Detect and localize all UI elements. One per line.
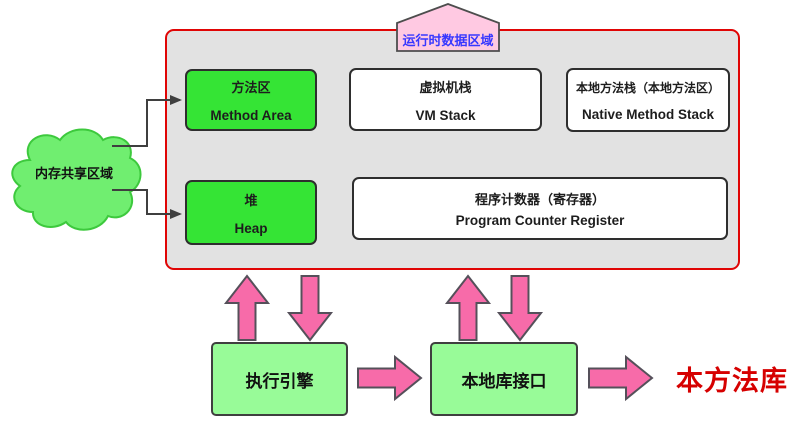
engine-to-runtime-up-arrow-icon (223, 274, 271, 341)
native-library-interface-label: 本地库接口 (461, 371, 547, 391)
native-method-stack-zh-label: 本地方法栈（本地方法区） (575, 80, 720, 95)
heap-en-label: Heap (234, 220, 268, 236)
box-program-counter-register: 程序计数器（寄存器） Program Counter Register (352, 177, 728, 240)
heap-zh-label: 堆 (244, 192, 258, 208)
native-library-label: 本方法库 (676, 365, 788, 396)
method-area-zh-label: 方法区 (231, 80, 271, 95)
runtime-banner-pentagon-icon (396, 3, 500, 52)
runtime-banner-label: 运行时数据区域 (402, 32, 494, 48)
native-method-stack-en-label: Native Method Stack (581, 106, 715, 122)
box-method-area: 方法区 Method Area (185, 69, 317, 131)
cloud-to-method-area-connector (112, 95, 182, 147)
pcr-zh-label: 程序计数器（寄存器） (474, 192, 605, 207)
method-area-en-label: Method Area (210, 108, 292, 123)
engine-to-interface-right-arrow-icon (357, 354, 423, 402)
box-native-library-interface: 本地库接口 (430, 342, 578, 416)
vm-stack-en-label: VM Stack (415, 107, 476, 123)
vm-stack-zh-label: 虚拟机栈 (419, 79, 472, 95)
shared-memory-cloud-label: 内存共享区域 (34, 165, 113, 181)
box-execution-engine: 执行引擎 (211, 342, 348, 416)
runtime-to-interface-down-arrow-icon (496, 275, 544, 342)
box-native-method-stack: 本地方法栈（本地方法区） Native Method Stack (566, 68, 730, 132)
box-heap: 堆 Heap (185, 180, 317, 245)
box-vm-stack: 虚拟机栈 VM Stack (349, 68, 542, 131)
interface-to-library-right-arrow-icon (588, 354, 654, 402)
execution-engine-label: 执行引擎 (245, 371, 314, 391)
pcr-en-label: Program Counter Register (455, 213, 625, 228)
interface-to-runtime-up-arrow-icon (444, 274, 492, 341)
shared-memory-cloud-icon (11, 128, 142, 231)
cloud-to-heap-connector (112, 189, 182, 219)
runtime-to-engine-down-arrow-icon (286, 275, 334, 342)
